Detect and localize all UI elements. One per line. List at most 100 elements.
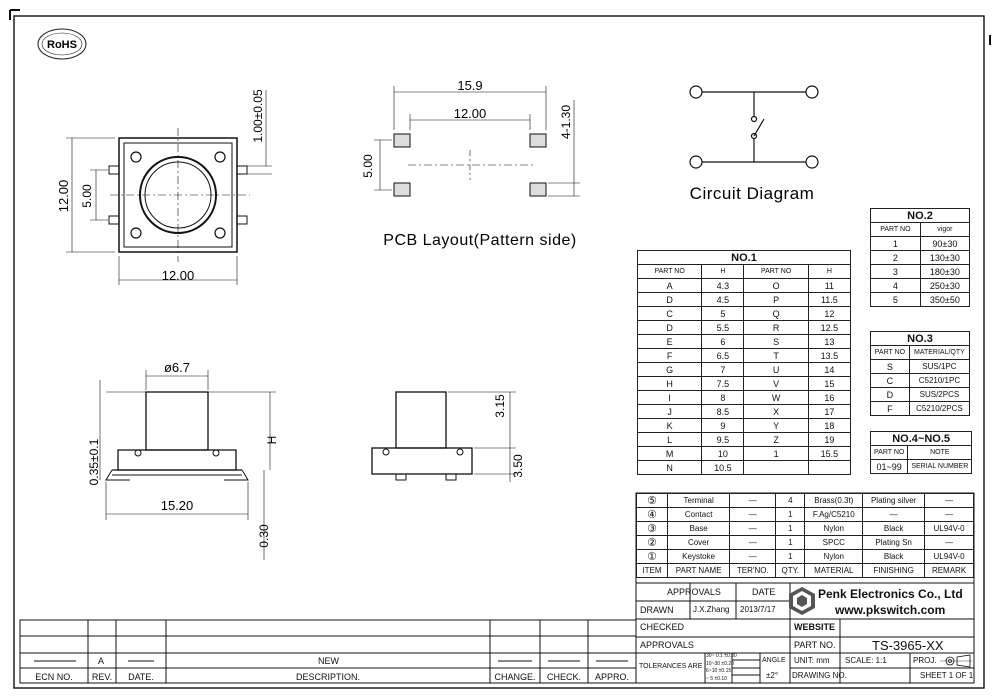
table_no2-cell: 3 — [870, 264, 921, 279]
table_no1-cell: 14 — [807, 362, 852, 377]
table_no3-cell: C5210/1PC — [908, 373, 971, 388]
table_no1-cell: 15 — [807, 376, 852, 391]
table_no1-cell: J — [636, 404, 703, 419]
company-website: www.pkswitch.com — [835, 603, 946, 617]
table_no1-cell: S — [743, 334, 809, 349]
table_no1-cell: 8.5 — [701, 404, 745, 419]
table_no1-cell: F — [636, 348, 703, 363]
table_no1-cell: 4.3 — [701, 278, 745, 293]
table_no1-cell: 17 — [807, 404, 852, 419]
table_no3-cell: C5210/2PCS — [908, 401, 971, 416]
bom-cell: — — [729, 535, 777, 550]
table_no1-cell: D — [636, 292, 703, 307]
revision-header: DATE. — [128, 672, 154, 682]
table_no1-cell: 9 — [701, 418, 745, 433]
pcb-pitch-dim: 12.00 — [454, 106, 487, 121]
side2-actuator-dim: 3.15 — [493, 394, 507, 418]
bom-header: REMARK — [924, 563, 974, 578]
pcb-pad-dim: 4-1.30 — [559, 105, 573, 139]
angle-value: ±2° — [766, 671, 779, 680]
table_no1-header: H — [807, 264, 852, 279]
bom-cell: SPCC — [804, 535, 864, 550]
table_no1-cell: 8 — [701, 390, 745, 405]
table_no3-cell: F — [870, 401, 910, 416]
table_no3-cell: SUS/2PCS — [908, 387, 971, 402]
table_no2-cell: 5 — [870, 292, 921, 307]
table_no1-cell: I — [636, 390, 703, 405]
bom-cell: ⑤ — [636, 493, 668, 508]
table_no1-cell: C — [636, 306, 703, 321]
rohs-logo: RoHS — [37, 28, 87, 60]
side-width-dim: 15.20 — [161, 498, 194, 513]
side-height-var: H — [265, 436, 279, 445]
projection-symbol-icon — [940, 654, 972, 668]
bom-cell: — — [729, 521, 777, 536]
circuit-diagram — [689, 85, 819, 169]
table_no3-header: MATERIAL/QTY — [908, 345, 971, 360]
company-logo — [789, 587, 815, 615]
rohs-text: RoHS — [47, 39, 77, 51]
drawing-no-label: DRAWING NO. — [792, 671, 847, 680]
bom-header: QTY. — [775, 563, 806, 578]
table_no2-cell: 350±50 — [919, 292, 971, 307]
table-no2-title: NO.2 — [870, 208, 970, 223]
table_no1-cell — [807, 460, 852, 475]
approvals-label: APPROVALS — [667, 587, 721, 597]
table-no1-title: NO.1 — [637, 250, 851, 265]
table_no3-cell: SUS/1PC — [908, 359, 971, 374]
table_no1-cell: 6 — [701, 334, 745, 349]
table_no2-header: PART NO — [870, 222, 921, 237]
table_no1-cell: U — [743, 362, 809, 377]
table_no1-cell: T — [743, 348, 809, 363]
bom-cell: Nylon — [804, 549, 864, 564]
table_no45-header: NOTE — [907, 445, 973, 460]
table_no1-cell — [743, 460, 809, 475]
pcb-caption: PCB Layout(Pattern side) — [383, 232, 576, 249]
bom-cell: ④ — [636, 507, 668, 522]
revision-header: DESCRIPTION. — [295, 672, 360, 682]
bom-cell: Cover — [666, 535, 731, 550]
bom-cell: Brass(0.3t) — [804, 493, 864, 508]
table_no1-cell: 11.5 — [807, 292, 852, 307]
drawn-date: 2013/7/17 — [740, 605, 776, 614]
table_no2-cell: 90±30 — [919, 236, 971, 251]
side-base-dim: 0.35±0.1 — [87, 438, 101, 485]
table-no45-title: NO.4~NO.5 — [869, 431, 973, 446]
table_no1-cell: 5.5 — [701, 320, 745, 335]
bom-cell: Plating Sn — [862, 535, 926, 550]
bom-cell: ③ — [636, 521, 668, 536]
table_no1-cell: 1 — [743, 446, 809, 461]
bom-cell: F.Ag/C5210 — [804, 507, 864, 522]
table_no2-header: vigor — [919, 222, 971, 237]
top-height-dim: 12.00 — [56, 180, 71, 213]
revision-header: ECN NO. — [35, 672, 73, 682]
tolerance-row: ~ 5 ±0.10 — [706, 675, 727, 682]
table_no1-cell: Q — [743, 306, 809, 321]
sheet-label: SHEET 1 OF 1 — [920, 671, 974, 680]
table_no2-cell: 2 — [870, 250, 921, 265]
bom-cell: — — [862, 507, 926, 522]
table_no1-cell: 12 — [807, 306, 852, 321]
side2-body-dim: 3.50 — [511, 454, 525, 478]
bom-header: PART NAME — [666, 563, 731, 578]
bom-cell: 4 — [775, 493, 806, 508]
table_no1-cell: X — [743, 404, 809, 419]
unit-label: UNIT: mm — [794, 656, 830, 665]
table_no1-cell: O — [743, 278, 809, 293]
table_no1-cell: 12.5 — [807, 320, 852, 335]
table_no1-cell: 18 — [807, 418, 852, 433]
